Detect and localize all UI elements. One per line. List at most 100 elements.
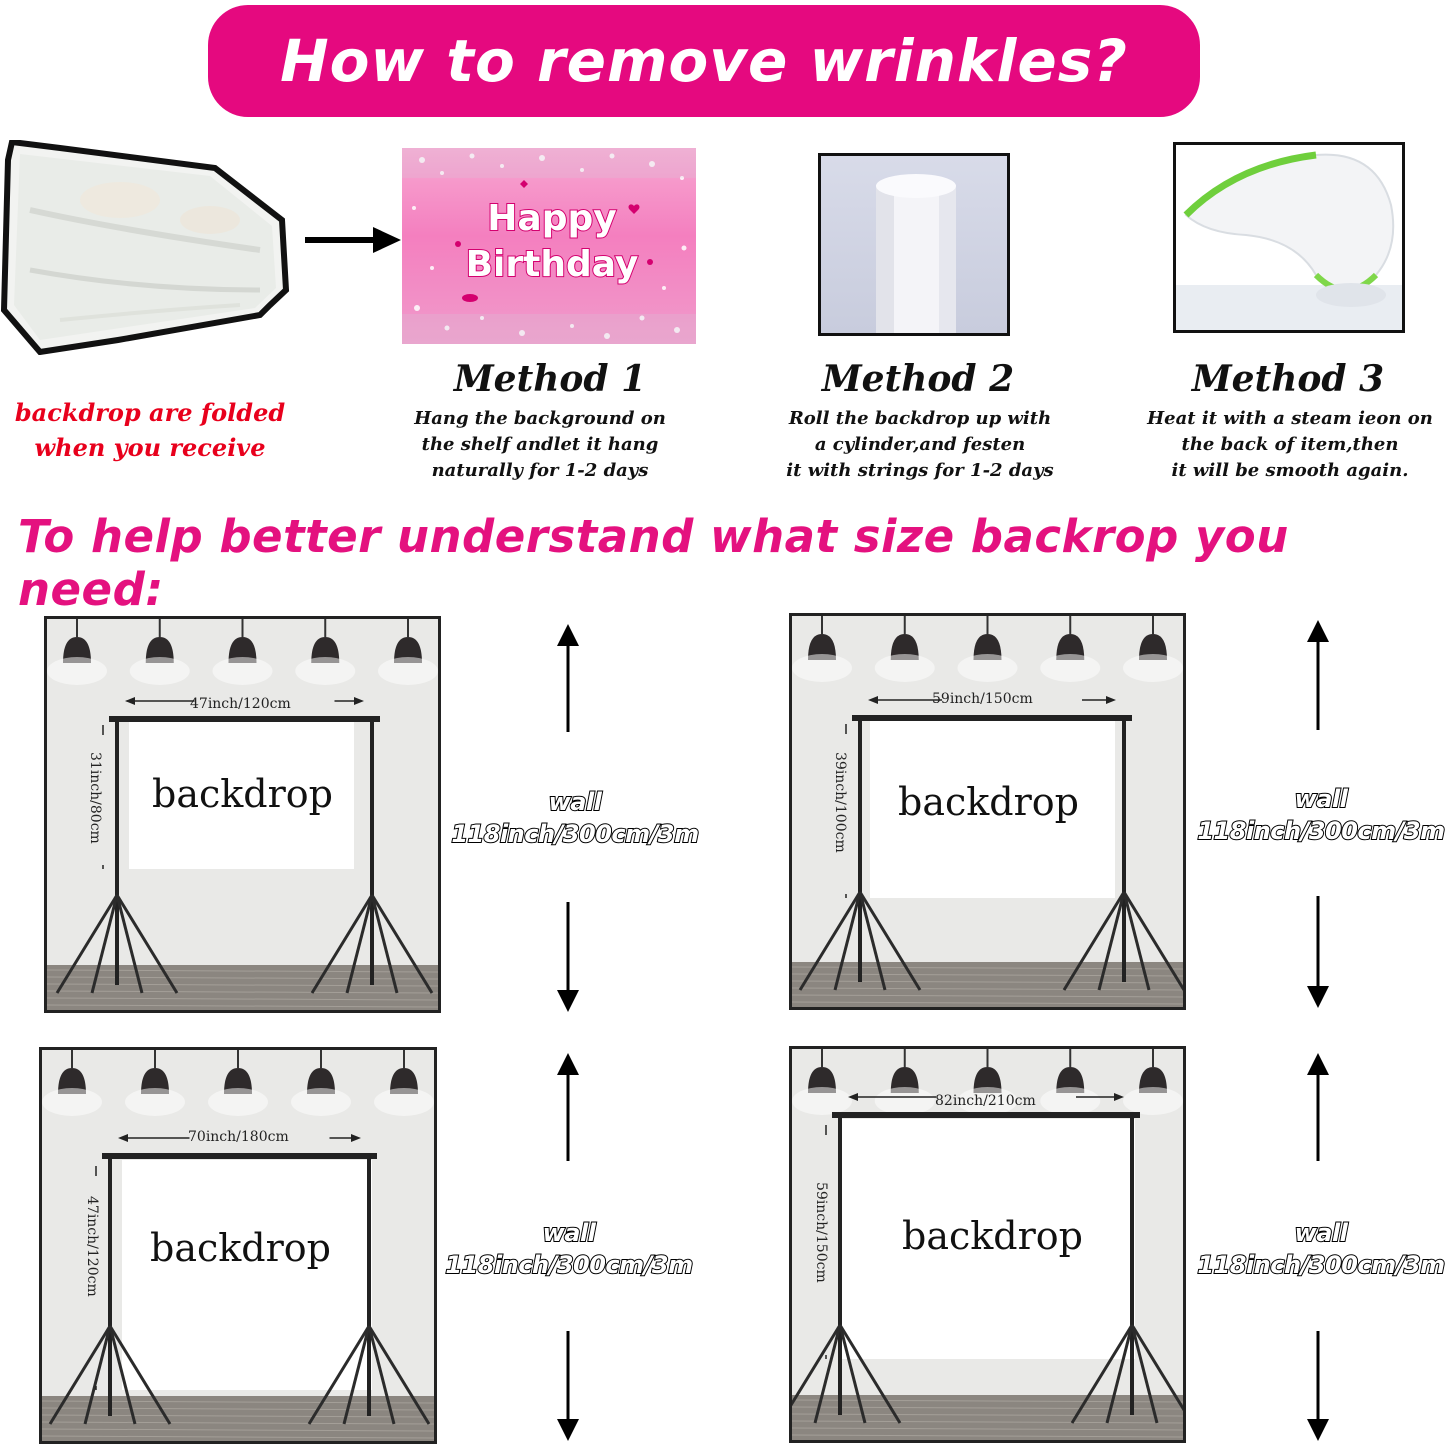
banner-title: How to remove wrinkles? [280, 27, 1128, 95]
floor-plank-line [47, 1004, 438, 1008]
tripod-leg [798, 891, 862, 991]
floor-plank-line [792, 1427, 1183, 1431]
crossbar [832, 1112, 1140, 1118]
floor-plank-line [792, 1413, 1183, 1417]
scene3-width-label: 70inch/180cm [188, 1129, 289, 1145]
ceiling-lamp-icon [1056, 1067, 1085, 1093]
crossbar [852, 715, 1132, 721]
tripod-leg [367, 1325, 431, 1425]
tripod-leg [1130, 1324, 1183, 1412]
tripod-leg [833, 891, 862, 991]
wall-arrow-3 [557, 1053, 579, 1441]
tripod-leg [838, 1324, 867, 1424]
floor-plank-line [42, 1421, 434, 1425]
tripod-leg [367, 1325, 396, 1425]
tripod-leg [792, 1324, 842, 1407]
title-banner: How to remove wrinkles? [208, 5, 1200, 117]
floor-plank-line [42, 1414, 434, 1418]
tripod-leg [345, 894, 374, 994]
tripod-leg [48, 1325, 112, 1425]
ceiling-lamp-icon [224, 1068, 252, 1094]
ceiling-lamp-icon [1139, 1067, 1167, 1093]
floor-plank-line [47, 997, 438, 1001]
floor-plank-line [792, 1406, 1183, 1410]
width-arrow-right-icon [354, 697, 364, 705]
crossbar [109, 716, 380, 722]
lamp-glow [874, 1087, 935, 1115]
floor-plank-line [792, 980, 1183, 984]
size-section-title: To help better understand what size back… [17, 509, 1290, 618]
lamp-glow [1123, 1087, 1183, 1115]
scene1-width-label: 47inch/120cm [190, 696, 291, 712]
method1-title: Method 1 [453, 358, 647, 400]
ceiling-lamp-icon [63, 637, 91, 663]
wall-label-4: wall 118inch/300cm/3m [1186, 1217, 1455, 1281]
arrow-right-icon [305, 227, 401, 253]
lamp-glow [295, 657, 356, 685]
width-arrow-left-icon [868, 696, 878, 704]
studio-floor [792, 1395, 1183, 1440]
tripod-leg [83, 1325, 112, 1425]
width-arrow-right-icon [1106, 696, 1116, 704]
lamp-glow [792, 1087, 852, 1115]
crossbar [102, 1153, 377, 1159]
lamp-glow [374, 1088, 434, 1116]
ceiling-lamp-icon [890, 634, 919, 660]
card-text-birthday: Birthday [465, 243, 640, 286]
folded-caption: backdrop are folded when you receive [0, 395, 300, 465]
floor-plank-line [792, 994, 1183, 998]
backdrop-sheet [870, 718, 1115, 898]
ceiling-lamp-icon [307, 1068, 335, 1094]
ceiling-lamp-icon [973, 634, 1002, 660]
scene-panel-3 [39, 1047, 437, 1444]
lamp-glow [42, 1088, 102, 1116]
scene2-backdrop-label: backdrop [898, 780, 1079, 824]
scene-panel-4 [789, 1046, 1186, 1443]
tripod-leg [55, 894, 119, 994]
tripod-leg [108, 1325, 137, 1425]
scene-panel-2 [789, 613, 1186, 1010]
wall-word-3: wall [542, 1218, 597, 1248]
studio-scene-svg [792, 1049, 1183, 1440]
lamp-glow [212, 657, 273, 685]
tripod-leg [858, 891, 922, 991]
tripod-leg [115, 894, 179, 994]
tripod-leg [342, 1325, 371, 1425]
floor-plank-line [792, 966, 1183, 970]
lamp-glow [792, 654, 852, 682]
tripod-leg [1097, 891, 1126, 991]
lamp-glow [1040, 654, 1101, 682]
ceiling-lamp-icon [890, 1067, 919, 1093]
method2-image [818, 153, 1010, 336]
tripod-leg [1062, 891, 1126, 991]
lamp-glow [378, 657, 438, 685]
ceiling-lamp-icon [808, 1067, 836, 1093]
method3-image [1173, 142, 1405, 333]
wall-arrow-2 [1307, 620, 1329, 1008]
tripod-leg [858, 891, 887, 991]
wall-arrow-4 [1307, 1053, 1329, 1441]
scene2-height-label: 39inch/100cm [832, 752, 848, 853]
ceiling-lamp-icon [394, 637, 422, 663]
method2-title: Method 2 [821, 358, 1015, 400]
lamp-glow [957, 1087, 1018, 1115]
floor-plank-line [792, 1420, 1183, 1424]
ceiling-lamp-icon [390, 1068, 418, 1094]
floor-plank-line [792, 973, 1183, 977]
width-arrow-right-icon [1114, 1093, 1124, 1101]
floor-plank-line [47, 983, 438, 987]
method1-image: Happy Birthday [402, 148, 696, 344]
tripod-leg [1130, 1324, 1159, 1424]
wall-label-1: wall 118inch/300cm/3m [440, 786, 710, 850]
width-arrow-left-icon [118, 1134, 128, 1142]
tripod-leg [310, 894, 374, 994]
studio-scene-svg [42, 1050, 434, 1441]
floor-plank-line [42, 1435, 434, 1439]
ceiling-lamp-icon [808, 634, 836, 660]
ceiling-lamp-icon [145, 637, 174, 663]
scene4-width-label: 82inch/210cm [935, 1093, 1036, 1109]
lamp-glow [1040, 1087, 1101, 1115]
tripod-leg [1122, 891, 1183, 991]
backdrop-sheet [129, 719, 354, 869]
method3-title: Method 3 [1191, 358, 1385, 400]
